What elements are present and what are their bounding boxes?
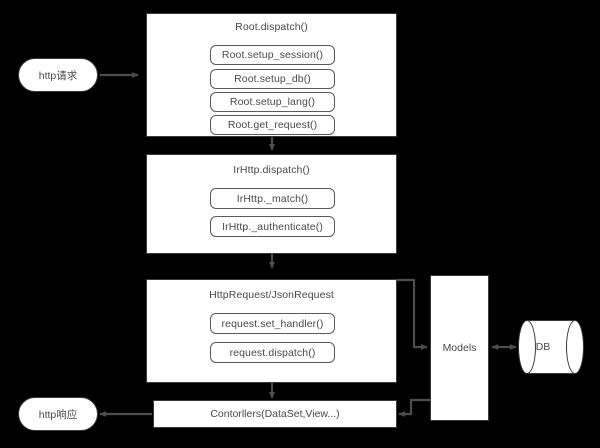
edge-models-to-controllers xyxy=(398,398,430,417)
stage-root-dispatch[interactable]: Root.dispatch() Root.setup_session() Roo… xyxy=(146,13,397,137)
edge-request-to-models xyxy=(397,278,428,350)
step-irhttp-authenticate[interactable]: IrHttp._authenticate() xyxy=(210,216,335,237)
step-request-set-handler[interactable]: request.set_handler() xyxy=(210,313,335,334)
database-cylinder[interactable]: DB xyxy=(518,320,584,374)
database-cylinder-right-cap xyxy=(566,320,584,374)
stage-irhttp-dispatch[interactable]: IrHttp.dispatch() IrHttp._match() IrHttp… xyxy=(146,154,397,254)
terminal-http-response[interactable]: http响应 xyxy=(18,397,98,431)
terminal-http-request-label: http请求 xyxy=(38,69,78,82)
stage-http-request[interactable]: HttpRequest/JsonRequest request.set_hand… xyxy=(146,279,397,383)
stage-http-request-title: HttpRequest/JsonRequest xyxy=(209,289,334,301)
controllers-label: Contorllers(DataSet,View...) xyxy=(210,408,340,420)
step-root-setup-lang-label: Root.setup_lang() xyxy=(229,96,316,108)
step-request-dispatch[interactable]: request.dispatch() xyxy=(210,342,335,363)
step-root-setup-db[interactable]: Root.setup_db() xyxy=(210,69,335,89)
models-label: Models xyxy=(442,342,477,354)
step-request-dispatch-label: request.dispatch() xyxy=(229,346,316,359)
database-label: DB xyxy=(535,341,551,353)
stage-root-dispatch-title: Root.dispatch() xyxy=(235,21,308,33)
step-root-setup-lang[interactable]: Root.setup_lang() xyxy=(210,92,335,112)
models-box[interactable]: Models xyxy=(430,275,489,421)
terminal-http-response-label: http响应 xyxy=(38,408,78,421)
step-irhttp-match-label: IrHttp._match() xyxy=(236,192,309,205)
step-root-setup-session[interactable]: Root.setup_session() xyxy=(210,45,335,65)
step-request-set-handler-label: request.set_handler() xyxy=(221,317,324,330)
controllers-box[interactable]: Contorllers(DataSet,View...) xyxy=(153,400,397,428)
step-irhttp-authenticate-label: IrHttp._authenticate() xyxy=(222,220,323,233)
step-root-setup-db-label: Root.setup_db() xyxy=(234,73,311,85)
step-root-setup-session-label: Root.setup_session() xyxy=(221,49,324,61)
terminal-http-request[interactable]: http请求 xyxy=(18,58,98,92)
database-cylinder-left-cap xyxy=(518,320,536,374)
step-root-get-request-label: Root.get_request() xyxy=(227,119,318,131)
stage-irhttp-dispatch-title: IrHttp.dispatch() xyxy=(233,164,310,176)
step-root-get-request[interactable]: Root.get_request() xyxy=(210,115,335,135)
step-irhttp-match[interactable]: IrHttp._match() xyxy=(210,188,335,209)
